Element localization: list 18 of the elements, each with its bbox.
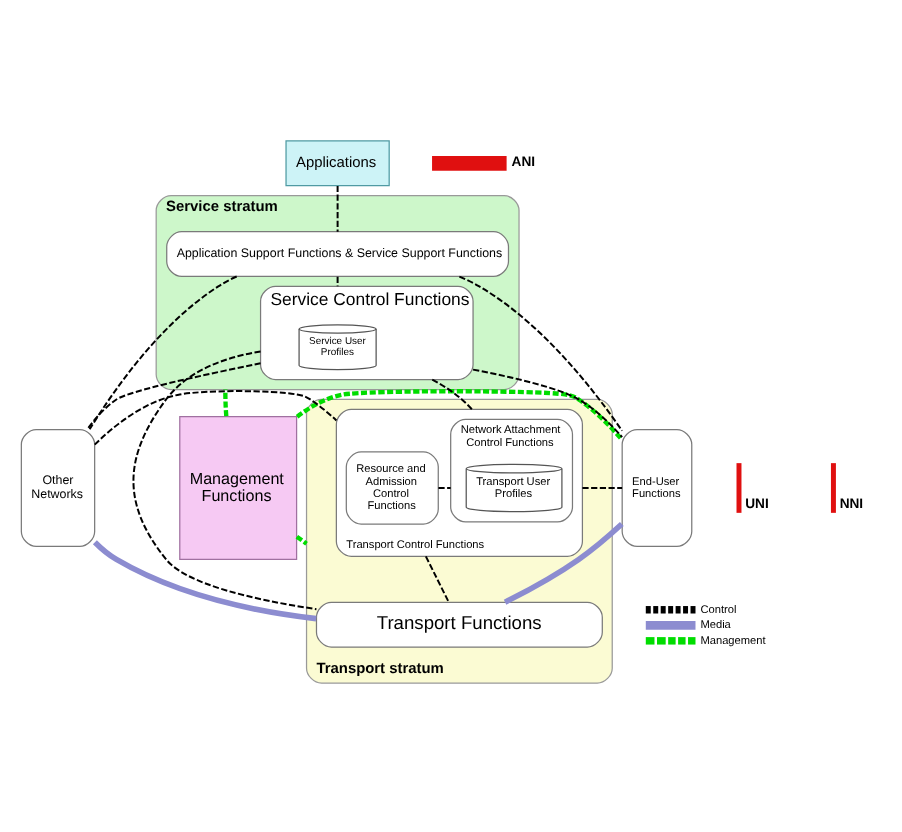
connector bbox=[295, 388, 624, 441]
connector bbox=[503, 520, 624, 604]
connector bbox=[86, 361, 262, 430]
connector bbox=[336, 183, 339, 232]
connector bbox=[431, 377, 473, 410]
connector bbox=[437, 486, 452, 488]
connector bbox=[132, 349, 318, 610]
connector bbox=[472, 367, 624, 438]
connector bbox=[581, 486, 624, 488]
connector bbox=[336, 274, 339, 287]
connector bbox=[458, 274, 624, 431]
connector bbox=[92, 539, 317, 621]
connector bbox=[295, 533, 308, 545]
node-box: Transport Functions bbox=[315, 600, 603, 647]
connector bbox=[88, 274, 238, 430]
connector bbox=[93, 389, 338, 445]
connector bbox=[424, 554, 450, 603]
connector bbox=[223, 388, 229, 416]
